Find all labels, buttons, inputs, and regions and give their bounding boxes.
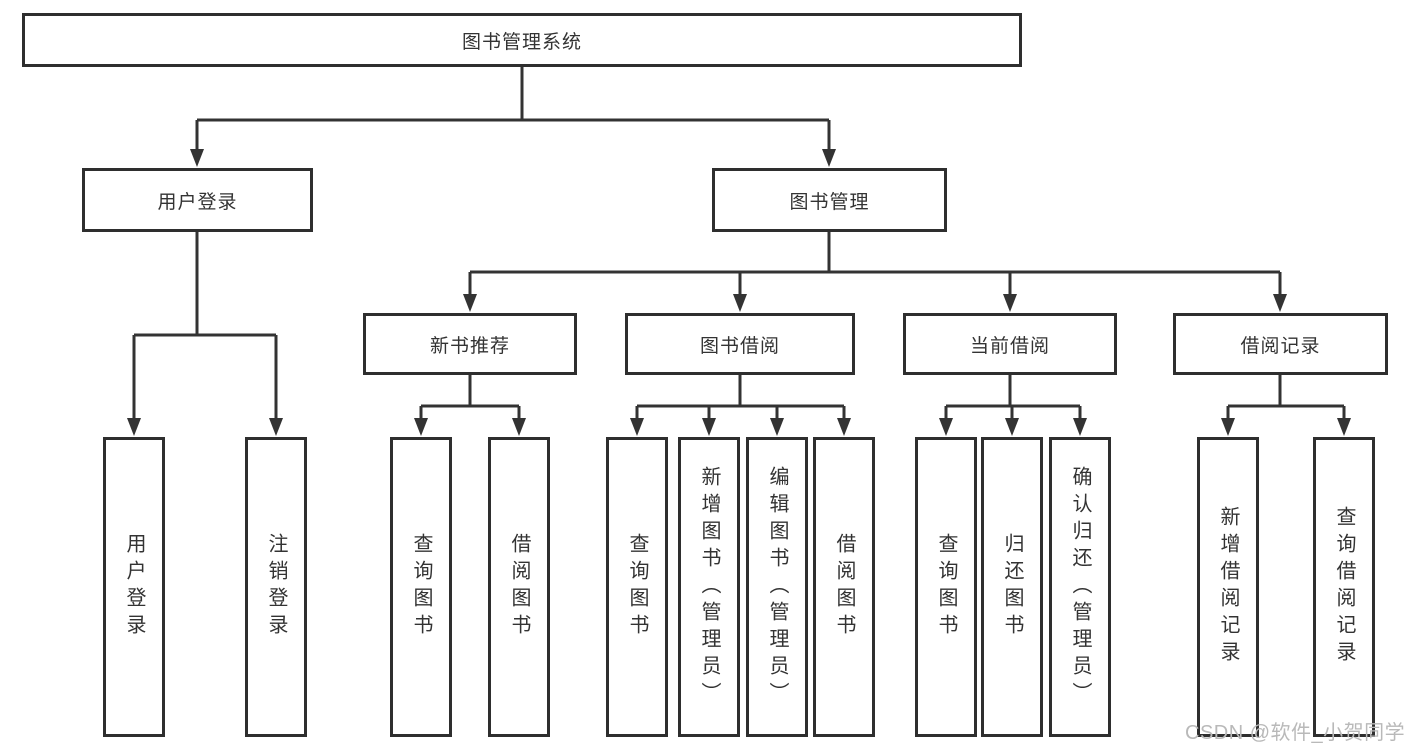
connector-new-book <box>419 375 521 422</box>
leaf-borrow-books: 借阅图书 <box>813 437 875 737</box>
connector-borrow-records <box>1226 375 1346 422</box>
arrowhead <box>733 294 747 312</box>
leaf-query-books-current: 查询图书 <box>915 437 977 737</box>
arrowhead <box>630 418 644 436</box>
leaf-query-borrow-record: 查询借阅记录 <box>1313 437 1375 737</box>
node-borrow-records: 借阅记录 <box>1173 313 1388 375</box>
leaf-confirm-return-admin: 确认归还（管理员） <box>1049 437 1111 737</box>
arrowhead <box>1221 418 1235 436</box>
leaf-return-books: 归还图书 <box>981 437 1043 737</box>
arrowhead <box>1073 418 1087 436</box>
leaf-query-books-recommend: 查询图书 <box>390 437 452 737</box>
arrowheads <box>127 149 1351 436</box>
arrowhead <box>1005 418 1019 436</box>
arrowhead <box>414 418 428 436</box>
connector-current-borrow <box>944 375 1082 422</box>
connector-root <box>195 67 831 153</box>
arrowhead <box>269 418 283 436</box>
leaf-user-login: 用户登录 <box>103 437 165 737</box>
leaf-add-borrow-record: 新增借阅记录 <box>1197 437 1259 737</box>
leaf-add-books-admin: 新增图书（管理员） <box>678 437 740 737</box>
arrowhead <box>837 418 851 436</box>
leaf-edit-books-admin: 编辑图书（管理员） <box>746 437 808 737</box>
node-book-borrowing: 图书借阅 <box>625 313 855 375</box>
leaf-borrow-books-recommend: 借阅图书 <box>488 437 550 737</box>
node-library-system: 图书管理系统 <box>22 13 1022 67</box>
arrowhead <box>1273 294 1287 312</box>
leaf-query-books-borrow: 查询图书 <box>606 437 668 737</box>
arrowhead <box>1003 294 1017 312</box>
arrowhead <box>822 149 836 167</box>
arrowhead <box>512 418 526 436</box>
arrowhead <box>939 418 953 436</box>
connector-user-login <box>132 232 278 422</box>
node-user-login: 用户登录 <box>82 168 313 232</box>
arrowhead <box>463 294 477 312</box>
leaf-logout: 注销登录 <box>245 437 307 737</box>
arrowhead <box>127 418 141 436</box>
node-current-borrowing: 当前借阅 <box>903 313 1117 375</box>
arrowhead <box>190 149 204 167</box>
node-new-book-recommend: 新书推荐 <box>363 313 577 375</box>
connector-book-mgmt <box>468 232 1282 298</box>
arrowhead <box>702 418 716 436</box>
connector-book-borrow <box>635 375 846 422</box>
csdn-watermark: CSDN @软件_小贺同学 <box>1185 722 1405 744</box>
node-book-management: 图书管理 <box>712 168 947 232</box>
arrowhead <box>770 418 784 436</box>
arrowhead <box>1337 418 1351 436</box>
